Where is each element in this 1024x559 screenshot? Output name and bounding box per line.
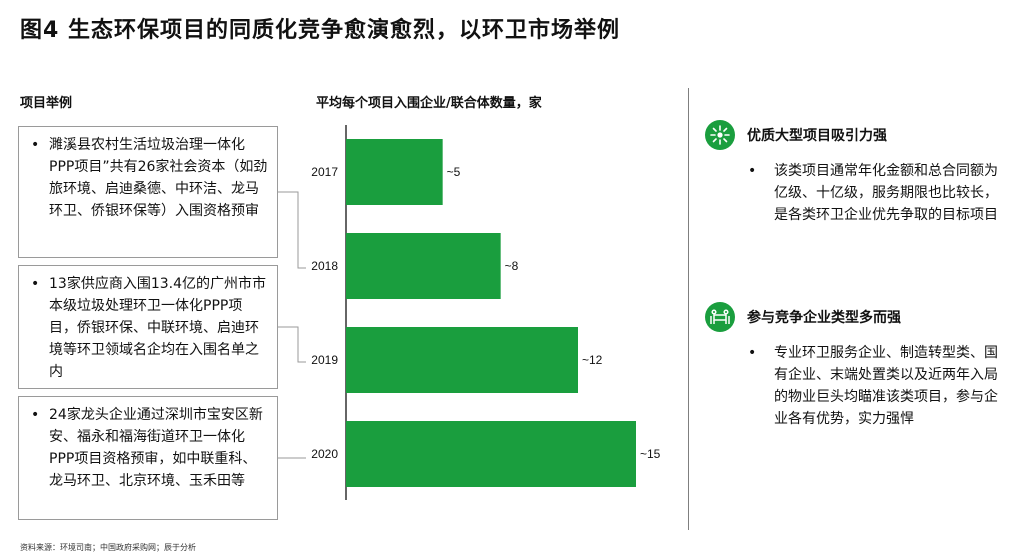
bar-2020 [346, 421, 636, 487]
bullet: • [748, 345, 757, 361]
right-heading-2: 参与竞争企业类型多而强 [705, 302, 901, 332]
right-heading-1: 优质大型项目吸引力强 [705, 120, 887, 150]
page-title: 图4 生态环保项目的同质化竞争愈演愈烈，以环卫市场举例 [20, 18, 620, 43]
example-text-2: 13家供应商入围13.4亿的广州市市本级垃圾处理环卫一体化PPP项目，侨银环保、… [49, 276, 266, 380]
chart-title: 平均每个项目入围企业/联合体数量，家 [316, 96, 542, 111]
example-box-1: • 濉溪县农村生活垃圾治理一体化PPP项目”共有26家社会资本（如劲旅环境、启迪… [18, 126, 278, 258]
team-icon [705, 302, 735, 332]
bar-chart: 2017 ~5 2018 ~8 2019 ~12 2020 ~15 [311, 125, 661, 500]
data-label-2018: ~8 [505, 259, 519, 273]
right-body-1: • 该类项目通常年化金额和总合同额为亿级、十亿级，服务期限也比较长，是各类环卫企… [748, 160, 1010, 226]
right-body-2-text: 专业环卫服务企业、制造转型类、国有企业、末端处置类以及近两年入局的物业巨头均瞄准… [774, 345, 998, 427]
examples-label: 项目举例 [20, 96, 73, 111]
sparkle-icon [705, 120, 735, 150]
data-label-2019: ~12 [582, 353, 603, 367]
data-label-2020: ~15 [640, 447, 661, 461]
example-box-2: • 13家供应商入围13.4亿的广州市市本级垃圾处理环卫一体化PPP项目，侨银环… [18, 265, 278, 389]
bullet: • [748, 163, 757, 179]
bar-2019 [346, 327, 578, 393]
bar-2017 [346, 139, 443, 205]
example-text-3: 24家龙头企业通过深圳市宝安区新安、福永和福海街道环卫一体化PPP项目资格预审，… [49, 407, 263, 489]
right-body-1-text: 该类项目通常年化金额和总合同额为亿级、十亿级，服务期限也比较长，是各类环卫企业优… [774, 163, 998, 223]
category-label-2017: 2017 [311, 165, 338, 179]
category-label-2019: 2019 [311, 353, 338, 367]
category-label-2020: 2020 [311, 447, 338, 461]
bar-2018 [346, 233, 501, 299]
right-heading-1-text: 优质大型项目吸引力强 [747, 128, 887, 144]
example-box-3: • 24家龙头企业通过深圳市宝安区新安、福永和福海街道环卫一体化PPP项目资格预… [18, 396, 278, 520]
category-label-2018: 2018 [311, 259, 338, 273]
data-label-2017: ~5 [447, 165, 461, 179]
right-heading-2-text: 参与竞争企业类型多而强 [747, 310, 901, 326]
bullet: • [31, 276, 40, 292]
bullet: • [31, 137, 40, 153]
right-body-2: • 专业环卫服务企业、制造转型类、国有企业、末端处置类以及近两年入局的物业巨头均… [748, 342, 1010, 430]
footnote: 资料来源：环境司南；中国政府采购网；辰于分析 [20, 543, 196, 552]
example-text-1: 濉溪县农村生活垃圾治理一体化PPP项目”共有26家社会资本（如劲旅环境、启迪桑德… [49, 137, 268, 219]
bullet: • [31, 407, 40, 423]
vertical-divider [688, 88, 689, 530]
